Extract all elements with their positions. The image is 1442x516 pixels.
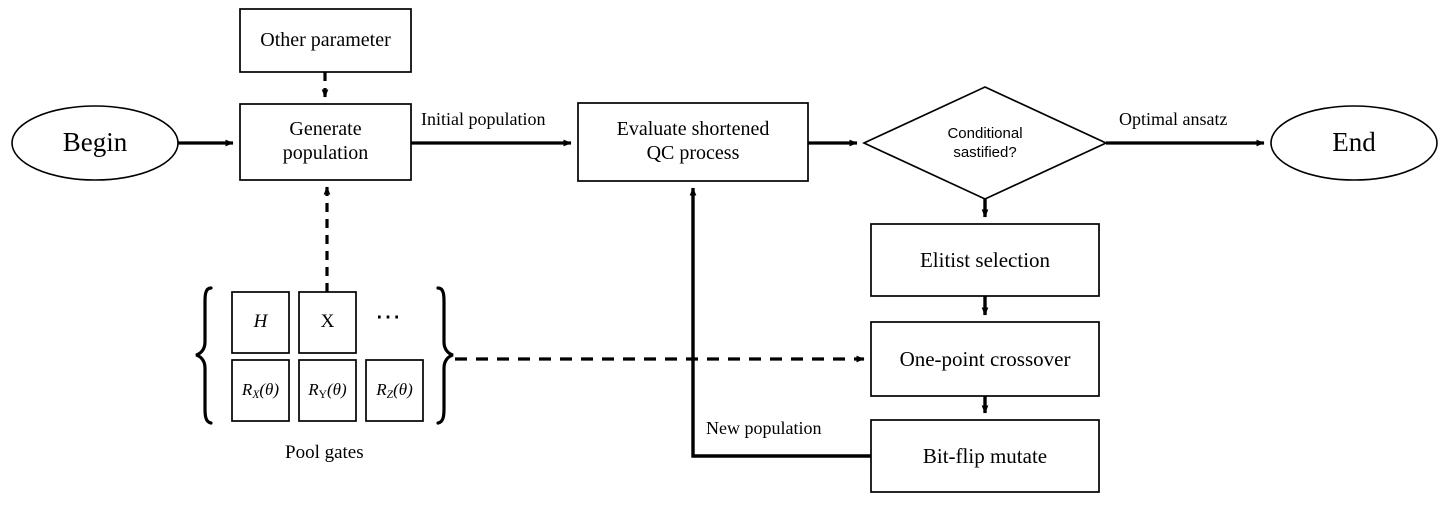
node-one-point-crossover-shape bbox=[870, 321, 1100, 397]
edge-label-initial-population: Initial population bbox=[421, 109, 546, 129]
gate-box-ry bbox=[298, 359, 357, 422]
right-brace-icon bbox=[436, 286, 454, 425]
left-brace-icon bbox=[195, 286, 213, 425]
gate-pool-caption: Pool gates bbox=[285, 442, 364, 463]
node-evaluate-shape bbox=[577, 102, 809, 182]
node-elitist-selection-shape bbox=[870, 223, 1100, 297]
node-begin-shape bbox=[11, 105, 179, 181]
edge-mutate-to-evaluate-feedback bbox=[689, 187, 871, 458]
gate-box-rx bbox=[231, 359, 290, 422]
node-other-parameter-shape bbox=[239, 8, 412, 73]
gate-pool-ellipsis: ⋯ bbox=[375, 302, 404, 331]
node-generate-population-shape bbox=[239, 103, 412, 181]
gate-box-pauli-x bbox=[298, 291, 357, 354]
edge-label-optimal-ansatz: Optimal ansatz bbox=[1119, 109, 1228, 129]
edge-label-new-population: New population bbox=[706, 418, 822, 438]
gate-box-rz bbox=[365, 359, 424, 422]
node-decision-shape bbox=[861, 86, 1109, 200]
node-end-shape bbox=[1270, 105, 1438, 181]
gate-box-hadamard bbox=[231, 291, 290, 354]
node-bit-flip-mutate-shape bbox=[870, 419, 1100, 493]
